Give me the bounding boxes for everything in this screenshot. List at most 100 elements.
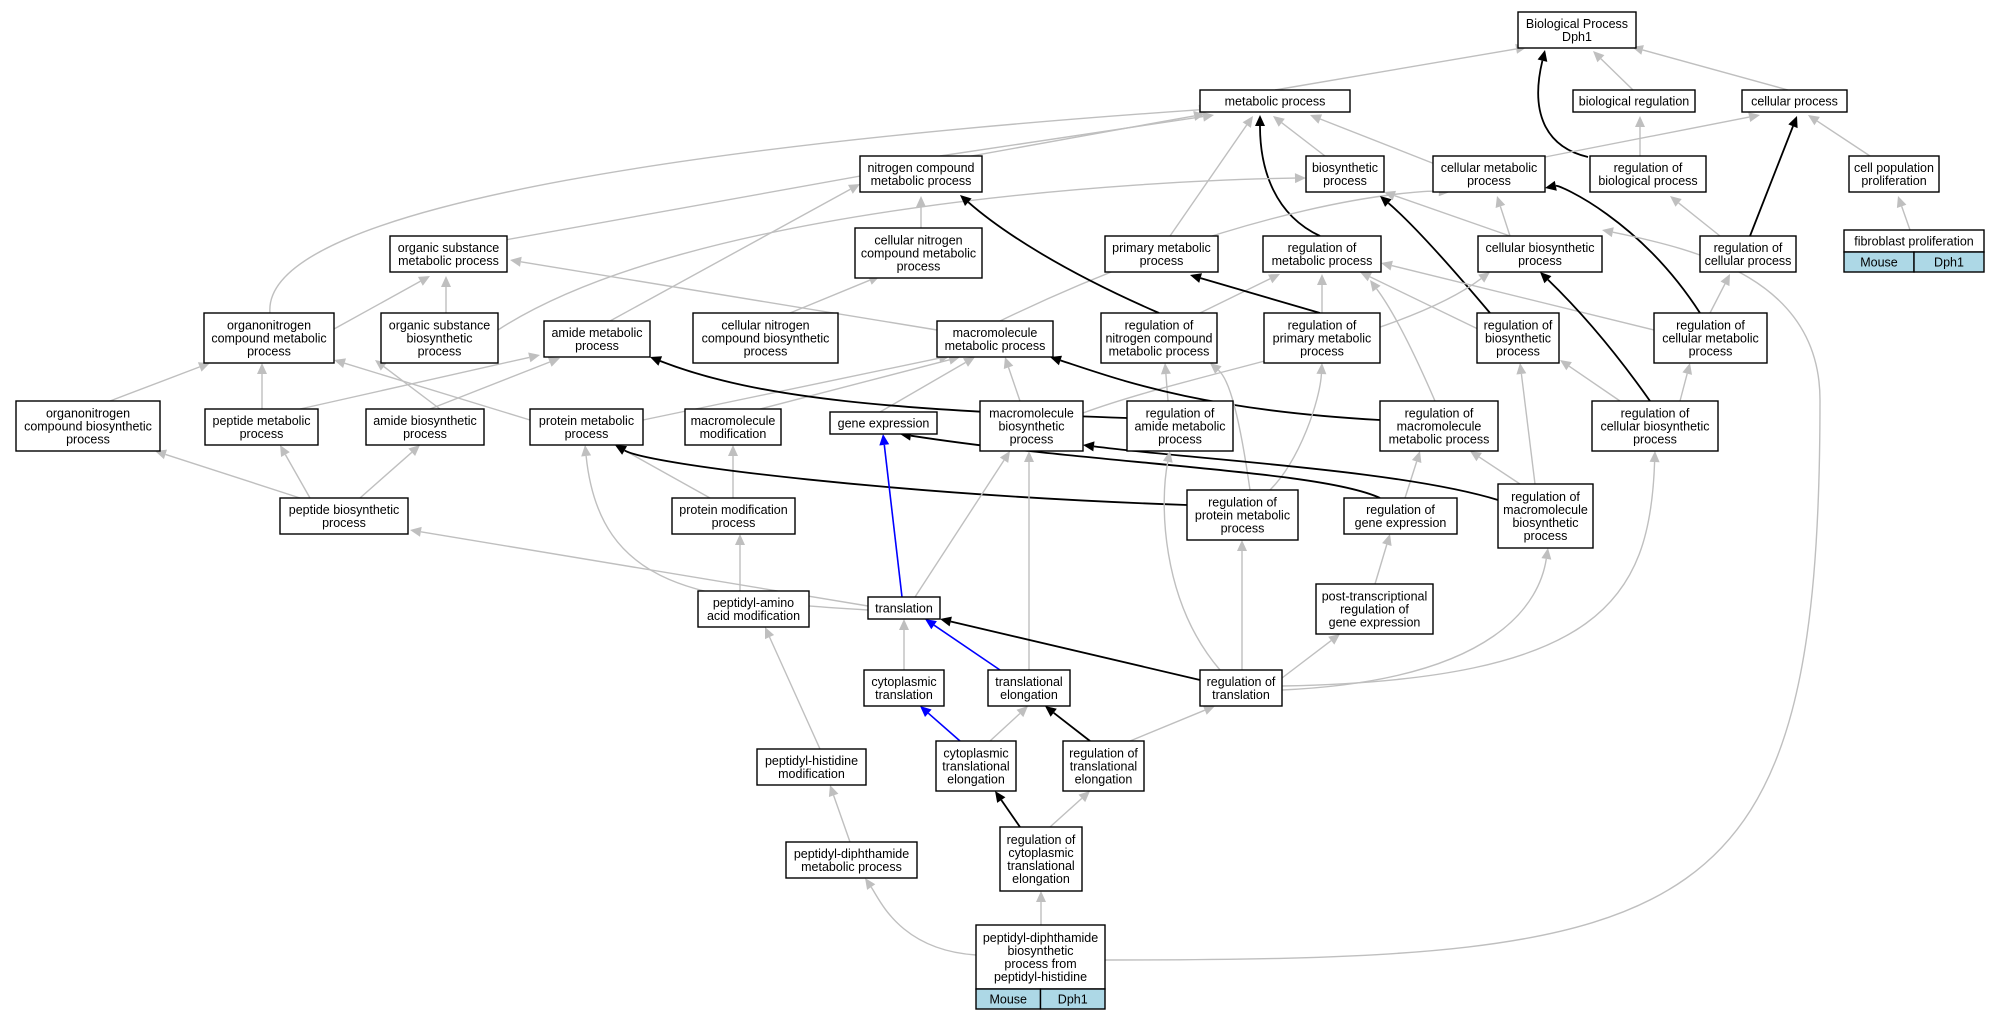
edge-regcellmeta-to-regmeta bbox=[1381, 260, 1655, 331]
go-term-cellproc[interactable]: cellular process bbox=[1741, 89, 1848, 113]
go-term-regmacrobio[interactable]: regulation ofmacromoleculebiosyntheticpr… bbox=[1497, 483, 1594, 549]
term-label-line: elongation bbox=[947, 773, 1005, 787]
go-term-bioreg[interactable]: biological regulation bbox=[1572, 89, 1696, 113]
term-label-line: regulation of bbox=[1366, 503, 1435, 517]
arrowhead bbox=[408, 445, 420, 456]
term-label-line: peptidyl-histidine bbox=[994, 970, 1087, 984]
edge-regcell-to-regbio bbox=[1670, 196, 1721, 237]
term-box bbox=[529, 408, 644, 446]
term-label-line: regulation of bbox=[1125, 319, 1194, 333]
edge-regbiosyn-to-regmeta bbox=[1360, 272, 1481, 331]
term-box bbox=[203, 312, 335, 364]
arrowhead bbox=[1516, 363, 1527, 375]
term-label-line: regulation of bbox=[1511, 490, 1580, 504]
term-label-line: regulation of bbox=[1069, 747, 1138, 761]
arrowhead bbox=[1045, 706, 1057, 717]
edge-transelong-to-macrobio bbox=[1024, 451, 1034, 670]
arrowhead bbox=[1381, 260, 1393, 271]
edge-regbio-to-bioreg bbox=[1635, 116, 1645, 156]
arrowhead bbox=[1682, 363, 1692, 375]
term-label-line: regulation of bbox=[1676, 319, 1745, 333]
edge-regnitro-to-nitrogen bbox=[960, 195, 1160, 314]
arrowhead bbox=[510, 256, 522, 267]
term-label-line: translation bbox=[1212, 688, 1270, 702]
go-term-regcytoelong[interactable]: regulation ofcytoplasmictranslationalelo… bbox=[999, 826, 1083, 892]
term-box bbox=[987, 669, 1071, 707]
go-term-metabolic[interactable]: metabolic process bbox=[1199, 89, 1351, 113]
term-label-line: process bbox=[1158, 433, 1202, 447]
arrowhead bbox=[197, 362, 210, 372]
term-label-line: biosynthetic bbox=[1512, 516, 1578, 530]
term-box bbox=[854, 227, 983, 279]
edge-regtrans-to-translation bbox=[940, 616, 1201, 681]
go-term-geneexp[interactable]: gene expression bbox=[829, 411, 938, 435]
go-term-diphbio[interactable]: peptidyl-diphthamidebiosyntheticprocess … bbox=[975, 924, 1106, 1010]
term-label-line: peptide biosynthetic bbox=[289, 503, 400, 517]
edge-cytoelong-to-cytotrans bbox=[920, 706, 961, 742]
term-box bbox=[1477, 235, 1603, 273]
edge-amidebio-to-amide bbox=[429, 357, 560, 410]
term-box bbox=[1263, 312, 1381, 364]
edge-orgbio-to-organic bbox=[441, 276, 451, 313]
arrowhead bbox=[1267, 274, 1280, 284]
arrowhead bbox=[1411, 451, 1422, 463]
annotation-species: Mouse bbox=[1860, 256, 1898, 270]
term-label-line: metabolic process bbox=[1272, 254, 1373, 268]
arrowhead bbox=[528, 352, 540, 363]
term-label-line: elongation bbox=[1000, 688, 1058, 702]
go-term-translation[interactable]: translation bbox=[867, 596, 941, 620]
term-label-line: macromolecule bbox=[989, 407, 1074, 421]
edge-fibro-to-cellpop bbox=[1896, 196, 1911, 231]
arrowhead bbox=[650, 356, 663, 366]
edge-regtrans-to-regcellbio bbox=[1281, 451, 1660, 687]
edge-peptidebio-to-peptide bbox=[280, 445, 311, 499]
term-box bbox=[863, 669, 945, 707]
